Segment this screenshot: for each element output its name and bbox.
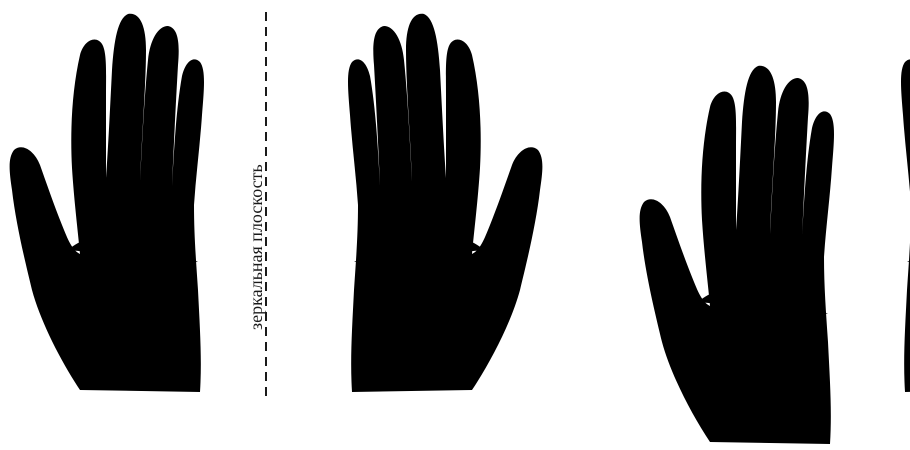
superimposed-left-hand	[640, 66, 834, 444]
mirror-plane: зеркальная плоскость	[246, 12, 266, 400]
mirror-plane-label: зеркальная плоскость	[246, 164, 266, 330]
right-hand	[348, 14, 542, 392]
superimposed-right-hand	[901, 14, 910, 392]
superimposed-hands	[640, 14, 910, 444]
left-hand	[10, 14, 204, 392]
